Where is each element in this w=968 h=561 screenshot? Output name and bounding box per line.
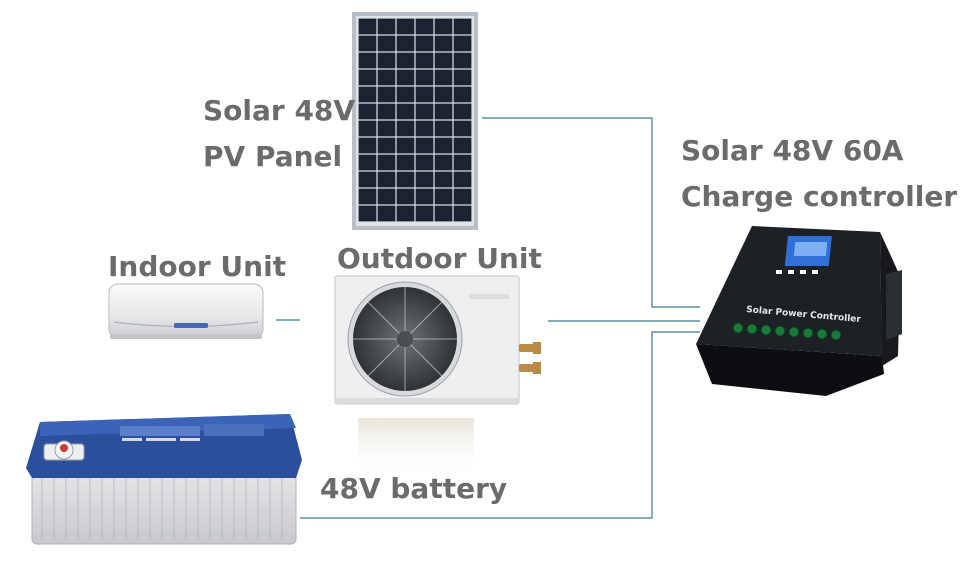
charge-controller-icon: Solar Power Controller [696,226,902,396]
solar-cell [453,154,472,171]
solar-cell [453,18,472,35]
battery-label: 48V battery [320,472,508,505]
solar-cell [377,120,396,137]
solar-cell [453,137,472,154]
solar-cell [377,69,396,86]
solar-cell [434,103,453,120]
solar-cell [377,86,396,103]
solar-cell [396,188,415,205]
solar-cell [434,18,453,35]
solar-panel-label-line1: Solar 48V [203,94,356,127]
solar-cell [434,171,453,188]
solar-cell [434,52,453,69]
solar-cell [396,154,415,171]
solar-panel-icon [352,12,478,230]
solar-cell [396,86,415,103]
solar-cell [415,205,434,222]
solar-cell [453,103,472,120]
solar-cell [434,86,453,103]
outdoor-unit-label: Outdoor Unit [337,242,542,275]
solar-cell [434,69,453,86]
solar-cell [396,52,415,69]
solar-cell [453,188,472,205]
solar-cell [358,69,377,86]
solar-cell [358,52,377,69]
indoor-unit-label: Indoor Unit [108,250,287,283]
solar-cell [396,137,415,154]
solar-cell [377,137,396,154]
solar-cell [377,35,396,52]
solar-cell [415,171,434,188]
solar-cell [377,188,396,205]
solar-cell [358,205,377,222]
battery-to-controller-wire [300,331,700,519]
solar-cell [377,171,396,188]
solar-cell [415,52,434,69]
solar-cell [434,205,453,222]
solar-cell [396,103,415,120]
solar-cell [453,69,472,86]
indoor-unit-icon [108,283,264,339]
solar-cell [453,35,472,52]
solar-cell [396,18,415,35]
solar-cell [396,69,415,86]
controller-label-line1: Solar 48V 60A [681,134,904,167]
solar-cell [358,137,377,154]
solar-cell [358,18,377,35]
solar-cell [453,86,472,103]
solar-cell [377,18,396,35]
solar-cell [434,137,453,154]
solar-cell [358,120,377,137]
solar-panel-label-line2: PV Panel [203,140,343,173]
outdoor-unit-reflection [358,418,474,478]
solar-cell [415,86,434,103]
solar-cell [415,154,434,171]
battery-icon [26,414,302,545]
solar-cell [453,120,472,137]
solar-cell [358,103,377,120]
solar-cell [434,188,453,205]
solar-cell [358,154,377,171]
solar-cell [377,52,396,69]
solar-cell [434,120,453,137]
solar-cell [415,35,434,52]
solar-cell [358,188,377,205]
solar-cell [358,35,377,52]
solar-cell [396,205,415,222]
outdoor-unit-icon [334,275,541,405]
solar-cell [358,171,377,188]
solar-cell [377,103,396,120]
solar-cell [415,137,434,154]
controller-label-line2: Charge controller [681,180,958,213]
solar-cell [415,103,434,120]
solar-cell [415,188,434,205]
solar-cell [453,171,472,188]
solar-cell [415,18,434,35]
solar-cell [434,35,453,52]
solar-cell [377,205,396,222]
solar-cell [415,69,434,86]
solar-cell [434,154,453,171]
panel-to-controller-wire [482,117,700,308]
solar-cell [453,52,472,69]
solar-cell [396,35,415,52]
solar-cell [415,120,434,137]
solar-cell [396,120,415,137]
solar-cell [377,154,396,171]
solar-cell [396,171,415,188]
solar-cell [358,86,377,103]
solar-cell [453,205,472,222]
